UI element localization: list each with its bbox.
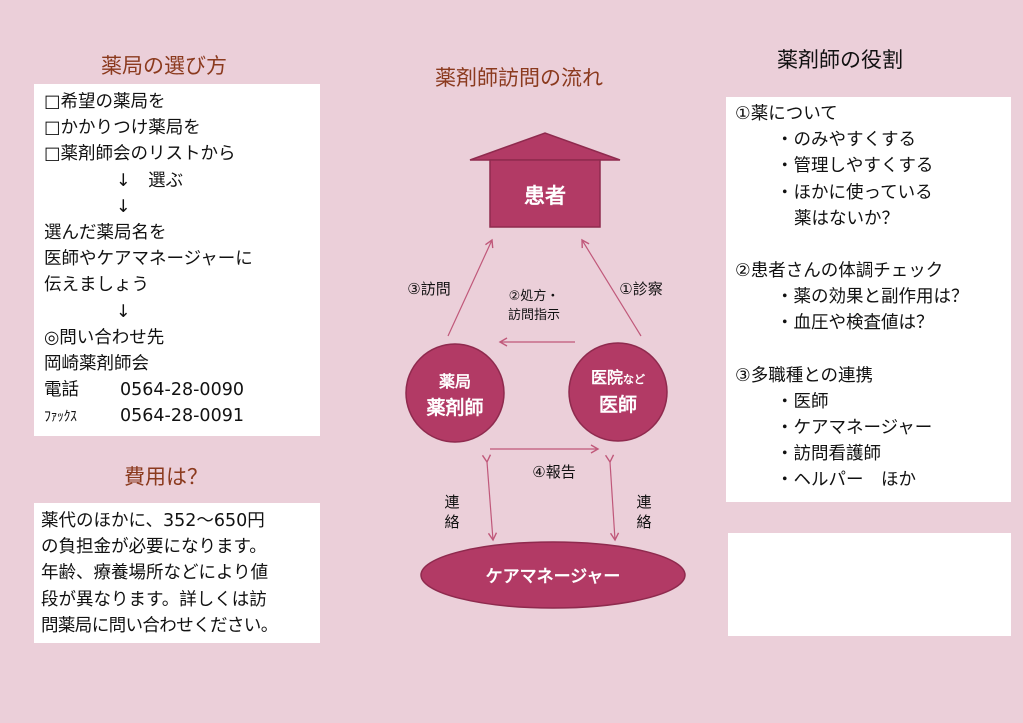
choice-arrow-2: ↓	[116, 301, 131, 322]
clinic-label-1: 医院など	[591, 368, 645, 387]
choice-line-6: 伝えましょう	[44, 275, 149, 296]
pharmacy-choice-title: 薬局の選び方	[101, 54, 227, 78]
role-s1-item-2: ・管理しやすくする	[776, 156, 934, 177]
role-s2: ②患者さんの体調チェック	[735, 261, 944, 282]
contact-right-2: 絡	[636, 513, 651, 531]
clinic-label-main: 医院	[591, 368, 623, 387]
contact-left-1: 連	[444, 493, 459, 511]
caremanager-label: ケアマネージャー	[486, 567, 621, 587]
cost-line-3: 年齢、療養場所などにより値	[41, 563, 269, 584]
contact-arrow-left	[481, 454, 498, 542]
cost-line-4: 段が異なります。詳しくは訪	[41, 589, 267, 610]
contact-right-1: 連	[636, 493, 651, 511]
blank-box	[728, 533, 1011, 636]
role-s3-item-1: ・医師	[776, 391, 829, 412]
clinic-circle	[568, 342, 668, 442]
exam-label: ①診察	[619, 280, 662, 298]
role-s1: ①薬について	[735, 104, 838, 124]
role-s3-item-3: ・訪問看護師	[776, 444, 881, 465]
role-s3: ③多職種との連携	[735, 365, 874, 386]
choice-line-1: □希望の薬局を	[44, 92, 166, 112]
pharmacy-label-2: 薬剤師	[425, 396, 483, 419]
role-s1-cont: 薬はないか？	[794, 208, 899, 229]
fax-row: ﾌｧｯｸｽ 0564-28-0091	[44, 403, 320, 430]
role-title: 薬剤師の役割	[777, 48, 903, 72]
fax-number: 0564-28-0091	[120, 406, 244, 427]
pharmacy-choice-box: □希望の薬局を □かかりつけ薬局を □薬剤師会のリストから ↓ 選ぶ ↓ 選んだ…	[34, 84, 320, 436]
tel-label: 電話	[44, 380, 79, 401]
house-body	[489, 159, 601, 228]
visit-label: ③訪問	[407, 280, 450, 298]
pharmacy-circle	[405, 343, 505, 443]
report-label: ④報告	[532, 463, 575, 481]
association-name: 岡崎薬剤師会	[44, 354, 149, 375]
contact-arrow-right	[604, 454, 620, 542]
tel-row: 電話 0564-28-0090	[44, 377, 320, 403]
role-s1-item-1: ・のみやすくする	[776, 130, 916, 151]
cost-title: 費用は？	[124, 465, 208, 489]
role-s2-item-1: ・薬の効果と副作用は？	[776, 287, 969, 308]
tel-number: 0564-28-0090	[120, 380, 244, 401]
choice-line-3: □薬剤師会のリストから	[44, 144, 236, 165]
role-s3-item-2: ・ケアマネージャー	[776, 418, 933, 439]
patient-label: 患者	[524, 184, 566, 208]
contact-heading: ◎問い合わせ先	[44, 327, 165, 348]
choice-line-4: 選んだ薬局名を	[44, 223, 167, 244]
clinic-label-small: など	[623, 373, 645, 386]
choice-line-5: 医師やケアマネージャーに	[44, 249, 253, 270]
cost-line-1: 薬代のほかに、352～650円	[41, 511, 265, 531]
contact-left-2: 絡	[444, 513, 459, 531]
cost-line-5: 問薬局に問い合わせください。	[41, 615, 278, 636]
choice-arrow-select: ↓ 選ぶ	[116, 170, 184, 191]
caremanager-ellipse	[420, 541, 686, 609]
role-s1-item-3: ・ほかに使っている	[776, 182, 933, 203]
clinic-label-2: 医師	[599, 393, 637, 416]
prescribe-label-1: ②処方・	[509, 288, 560, 304]
choice-arrow: ↓	[116, 196, 131, 217]
pharmacy-label-1: 薬局	[438, 372, 471, 391]
prescribe-label-2: 訪問指示	[508, 307, 560, 323]
flow-title: 薬剤師訪問の流れ	[435, 66, 603, 90]
choice-line-2: □かかりつけ薬局を	[44, 118, 201, 139]
role-s2-item-2: ・血圧や検査値は？	[776, 313, 934, 334]
fax-label: ﾌｧｯｸｽ	[44, 409, 77, 426]
visit-arrow	[447, 238, 494, 337]
role-box: ①薬について ・のみやすくする ・管理しやすくする ・ほかに使っている 薬はない…	[726, 97, 1011, 502]
cost-box: 薬代のほかに、352～650円 の負担金が必要になります。 年齢、療養場所などに…	[34, 503, 320, 643]
house-roof	[469, 132, 621, 161]
exam-arrow	[581, 238, 642, 337]
cost-line-2: の負担金が必要になります。	[41, 537, 267, 558]
role-s3-item-4: ・ヘルパー ほか	[776, 470, 916, 491]
